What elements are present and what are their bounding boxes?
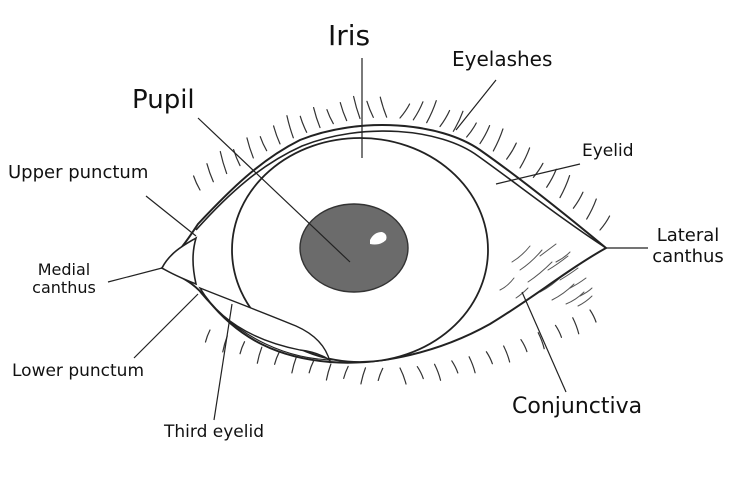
pupil-label: Pupil: [132, 85, 195, 115]
eyelash-stroke: [299, 115, 308, 133]
upper-eyelid-margin: [195, 130, 607, 249]
eyelash-stroke: [589, 309, 597, 323]
eyelash-stroke: [433, 363, 442, 381]
eyelash-stroke: [485, 351, 493, 365]
eyelash-stroke: [466, 122, 477, 138]
eyelash-stroke: [399, 367, 407, 385]
eyelash-stroke: [246, 137, 254, 159]
eyelash-stroke: [506, 142, 517, 160]
pupil: [299, 203, 409, 293]
lower-punctum-leader: [133, 293, 199, 359]
eyelash-stroke: [273, 125, 281, 145]
eyelash-stroke: [206, 163, 214, 183]
eyelash-stroke: [313, 106, 321, 129]
upper-eyelashes: [193, 95, 611, 231]
third-eyelid: [198, 286, 331, 364]
conjunctiva-label: Conjunctiva: [512, 394, 643, 419]
eyelash-stroke: [360, 367, 367, 385]
eyelash-stroke: [572, 191, 584, 209]
eyelash-stroke: [559, 174, 571, 199]
conjunctiva-hatching: [499, 243, 593, 307]
eyelash-stroke: [416, 366, 424, 380]
eyelash-stroke: [479, 124, 491, 145]
lateral-canthus-label: Lateral canthus: [652, 225, 724, 267]
eyelash-stroke: [586, 198, 597, 220]
leader-lines: [107, 58, 648, 421]
eyelash-stroke: [546, 168, 557, 188]
pupil-leader: [197, 117, 351, 263]
eyelash-stroke: [259, 136, 268, 152]
eyelash-stroke: [532, 162, 544, 178]
pupil-highlight: [370, 232, 387, 245]
eyelash-stroke: [193, 175, 201, 191]
eyelid-leader: [495, 163, 581, 185]
eyelash-stroke: [537, 332, 545, 350]
eyelash-stroke: [219, 150, 228, 175]
lower-punctum-label: Lower punctum: [12, 361, 145, 381]
eyelash-stroke: [286, 115, 294, 139]
eyelash-stroke: [233, 148, 241, 167]
eyelash-stroke: [439, 109, 451, 128]
eyelash-stroke: [377, 367, 384, 382]
eyelash-stroke: [412, 101, 424, 121]
eyelash-stroke: [256, 346, 263, 364]
eyelash-stroke: [599, 215, 611, 231]
eyelid-label: Eyelid: [582, 141, 634, 161]
eyelash-stroke: [519, 147, 531, 169]
eyelash-stroke: [353, 95, 361, 120]
eyelash-stroke: [291, 356, 297, 374]
conjunctiva-leader: [521, 291, 567, 393]
eyelash-stroke: [339, 102, 348, 122]
medial-canthus-label: Medial canthus: [32, 260, 96, 298]
eyelash-stroke: [204, 329, 211, 343]
eyelash-stroke: [572, 317, 580, 335]
medial-canthus-leader: [107, 267, 163, 283]
lower-eyelashes: [204, 309, 597, 385]
eyelash-stroke: [452, 110, 464, 132]
eyelashes-label: Eyelashes: [452, 47, 553, 71]
eyelash-stroke: [468, 356, 476, 374]
iris-label: Iris: [328, 19, 371, 52]
eyelash-stroke: [520, 338, 528, 353]
medial-canthus-caruncle: [160, 236, 198, 286]
eyelash-stroke: [554, 324, 563, 338]
eyelash-stroke: [426, 100, 437, 124]
eyelash-stroke: [399, 103, 411, 119]
eyelash-stroke: [492, 128, 504, 152]
eyelash-stroke: [325, 363, 332, 381]
eyelash-stroke: [326, 109, 334, 125]
eyelash-stroke: [451, 360, 459, 374]
third-eyelid-label: Third eyelid: [164, 422, 264, 442]
eyelash-stroke: [239, 341, 246, 355]
eyelashes-leader: [455, 79, 497, 131]
upper-punctum-leader: [145, 195, 197, 237]
eyelash-stroke: [379, 96, 388, 118]
third-eyelid-leader: [213, 303, 233, 421]
eyelash-stroke: [503, 345, 511, 363]
eyelash-stroke: [273, 351, 280, 365]
upper-punctum-label: Upper punctum: [8, 162, 149, 183]
eyelash-stroke: [343, 365, 349, 379]
eyelash-stroke: [308, 360, 315, 374]
eyelash-stroke: [366, 100, 374, 118]
